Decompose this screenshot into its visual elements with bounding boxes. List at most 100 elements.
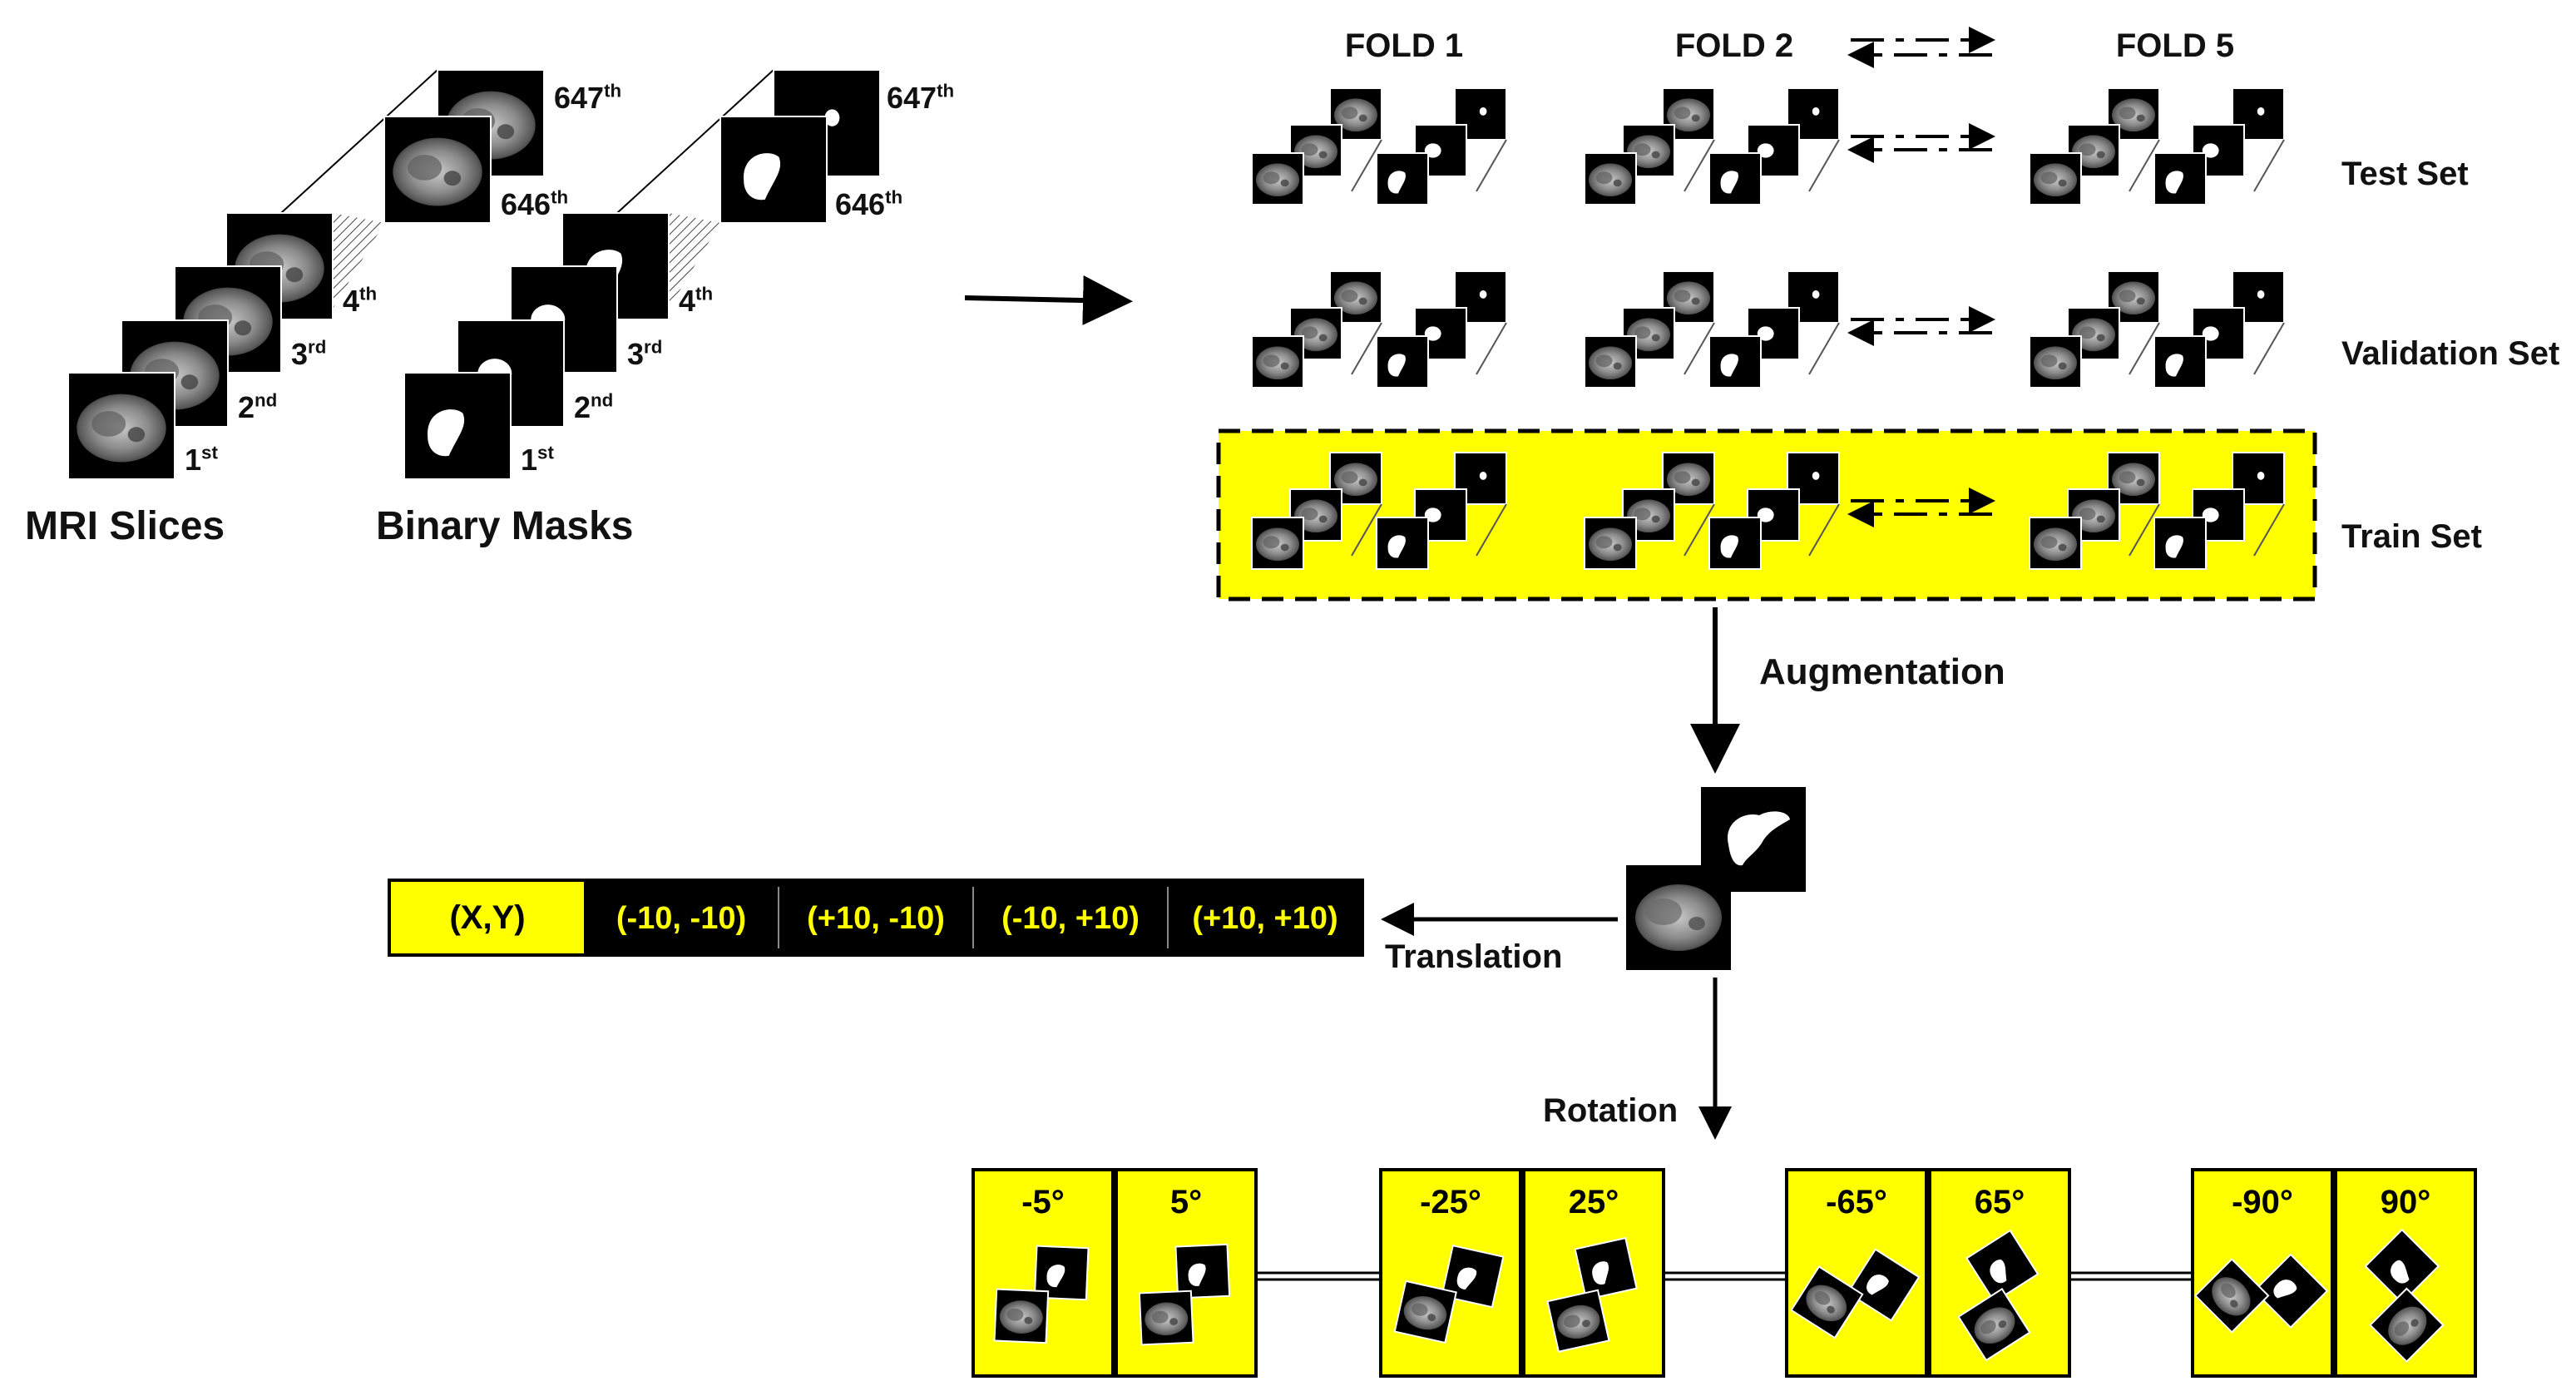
mask-slice-index-label: 2nd [574, 389, 613, 424]
rotated-image-pair [993, 1245, 1090, 1344]
fold-mri-tile [1584, 152, 1637, 205]
fold-tile-group [1584, 452, 1840, 570]
fold-header-ellipsis-arrows [1847, 27, 1995, 68]
mri-slice-tile [383, 116, 492, 224]
fold-tile-group [1584, 87, 1840, 205]
rotated-mri-tile [2369, 1287, 2445, 1364]
rotated-mri-tile [1393, 1280, 1457, 1344]
rotation-angle-label: 65° [1975, 1184, 2025, 1220]
translation-header-cell [391, 882, 584, 953]
rotation-angle-label: 90° [2381, 1184, 2431, 1220]
fold-tile-group [2029, 452, 2285, 570]
fold-mri-tile [2029, 517, 2082, 570]
fold-mri-tile [1584, 517, 1637, 570]
mask-slice-index-label: 1st [521, 442, 554, 477]
rotated-mask-tile [1965, 1229, 2040, 1304]
rotated-mri-tile [1790, 1265, 1864, 1339]
augmentation-label: Augmentation [1759, 651, 2005, 692]
rotated-mask-tile [1847, 1248, 1921, 1322]
mri-slice-index-label: 4th [343, 283, 377, 318]
fold-ellipsis-arrows [1847, 123, 1995, 163]
rotation-angle-label: -90° [2232, 1184, 2293, 1220]
rotation-card: 25° [1522, 1168, 1665, 1378]
rotated-mask-tile [2252, 1253, 2329, 1329]
mri-slice-tile [67, 372, 176, 480]
rotated-mri-tile [1546, 1289, 1610, 1353]
fold-ellipsis-arrows [1847, 488, 1995, 527]
translation-label: Translation [1385, 938, 1562, 975]
fold-mri-tile [1584, 335, 1637, 389]
fold-mask-tile [1708, 152, 1762, 205]
fold-header-2: FOLD 2 [1675, 27, 1793, 64]
rotated-mask-tile [1174, 1243, 1231, 1299]
mri-stack-guide [280, 69, 438, 214]
fold-mask-tile [1376, 152, 1429, 205]
source-mask-liver-shape [1728, 811, 1790, 866]
fold-mri-tile [1662, 270, 1715, 324]
translation-offset-cell: (+10, +10) [1192, 901, 1337, 936]
fold-mri-tile [1251, 152, 1304, 205]
fold-tile-group [2029, 87, 2285, 205]
fold-grid [1251, 27, 2285, 570]
fold-tile-group [2029, 270, 2285, 389]
translation-offset-cell: (+10, -10) [807, 901, 945, 936]
mri-slice-index-label: 1st [185, 442, 218, 477]
validation-set-label: Validation Set [2341, 335, 2559, 372]
fold-mask-tile [1376, 335, 1429, 389]
split-arrow [964, 275, 1133, 325]
rotation-row: -5°5°-25°25°-65°65°-90°90° [972, 1168, 2477, 1378]
fold-mri-tile [1329, 270, 1382, 324]
rotation-angle-label: -5° [1021, 1184, 1065, 1220]
fold-header-5: FOLD 5 [2116, 27, 2234, 64]
rotation-label: Rotation [1543, 1092, 1678, 1129]
mri-slices-label: MRI Slices [25, 504, 225, 548]
rotated-mri-tile [993, 1288, 1050, 1344]
mask-gap-hatch [669, 213, 720, 309]
mask-slice-index-label: 4th [679, 283, 713, 318]
fold-tile-group [1251, 87, 1507, 205]
mri-slice-index-label: 646th [501, 186, 568, 221]
mri-slice-index-label: 3rd [291, 336, 326, 371]
fold-mask-tile [1376, 517, 1429, 570]
rotated-image-pair [2193, 1253, 2329, 1334]
fold-mri-tile [1289, 307, 1342, 360]
mask-slice-index-label: 646th [835, 186, 902, 221]
rotated-mask-tile [1574, 1236, 1638, 1301]
fold-mask-tile [1414, 307, 1467, 360]
fold-mask-tile [1787, 87, 1840, 141]
rotation-angle-label: 25° [1569, 1184, 1619, 1220]
translation-offset-cell: (-10, +10) [1001, 901, 1140, 936]
translation-table: (X,Y) (-10, -10) (+10, -10) (-10, +10) (+10… [388, 879, 1364, 957]
mri-gap-hatch [333, 213, 384, 309]
fold-mask-tile [2153, 152, 2207, 205]
mask-slice-index-label: 3rd [627, 336, 662, 371]
fold-mask-tile [2153, 335, 2207, 389]
rotated-image-pair [2364, 1228, 2445, 1364]
fold-mri-tile [1251, 335, 1304, 389]
fold-mask-tile [1708, 335, 1762, 389]
mri-slice-index-label: 2nd [238, 389, 277, 424]
rotated-mri-tile [1138, 1290, 1194, 1346]
rotated-mri-tile [1957, 1288, 2031, 1362]
fold-mask-tile [2153, 517, 2207, 570]
test-set-label: Test Set [2341, 156, 2469, 192]
rotation-angle-label: 5° [1170, 1184, 1202, 1220]
rotated-image-pair [1546, 1236, 1638, 1353]
fold-mri-tile [1622, 307, 1675, 360]
rotation-card: -65° [1785, 1168, 1928, 1378]
rotation-card: 65° [1928, 1168, 2071, 1378]
translation-header: (X,Y) [449, 899, 525, 936]
fold-mri-tile [2029, 335, 2082, 389]
rotated-mask-tile [1033, 1245, 1090, 1301]
fold-mask-tile [1454, 452, 1507, 505]
fold-mri-tile [1662, 87, 1715, 141]
mask-slice-index-label: 647th [887, 80, 954, 115]
rotation-card: 90° [2334, 1168, 2477, 1378]
fold-tile-group [1251, 270, 1507, 389]
fold-tile-group [1584, 270, 1840, 389]
rotated-mri-tile [2193, 1258, 2270, 1334]
mask-stack-guide [616, 69, 774, 214]
binary-masks-label: Binary Masks [376, 504, 634, 548]
translation-offset-cell: (-10, -10) [616, 901, 746, 936]
